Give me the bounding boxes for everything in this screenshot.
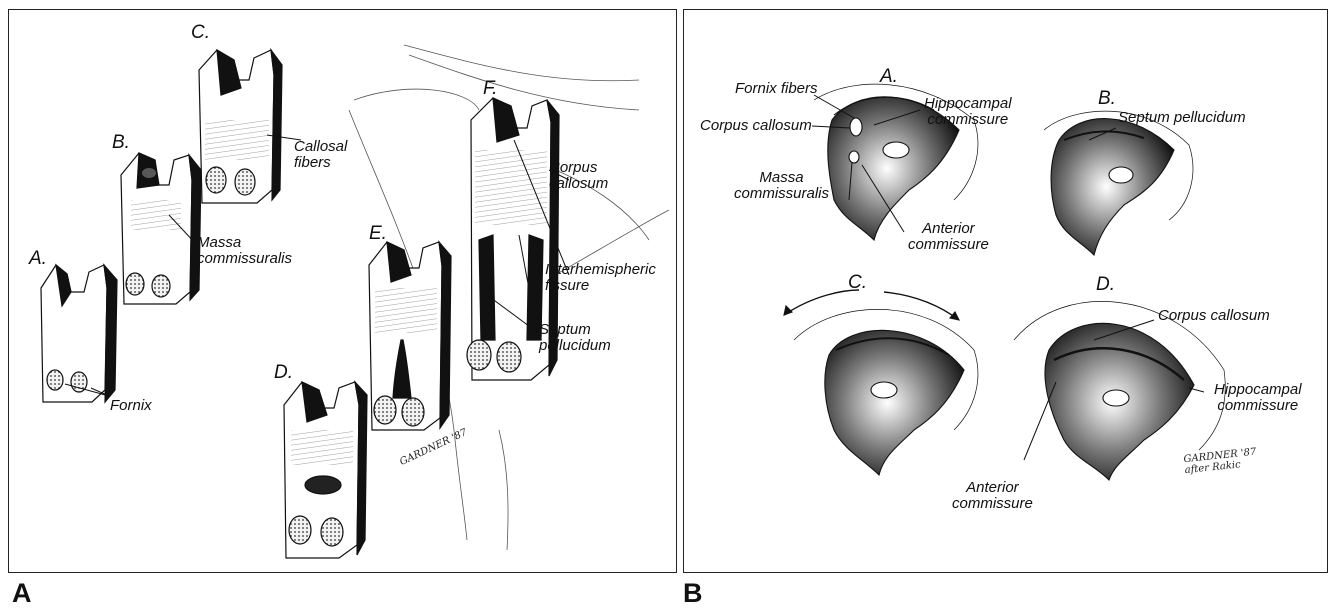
massa-commissuralis-label: Massa commissuralis: [197, 235, 292, 267]
stage-c-section: [784, 290, 978, 475]
stage-a-letter: A.: [29, 248, 47, 270]
stage-e-block: [369, 242, 451, 430]
corpus-callosum-label-a: Corpus callosum: [700, 118, 812, 134]
stage-d-block: [284, 382, 367, 558]
stage-b-section: [1044, 111, 1193, 255]
massa-commissuralis-label-b: Massa commissuralis: [734, 170, 829, 202]
panel-b-diagram: A. B. C. D. Fornix fibers Corpus callosu…: [683, 9, 1328, 573]
stage-b-letter: B.: [112, 132, 130, 154]
stage-c-block: [199, 50, 282, 203]
stage-b-letter-b: B.: [1098, 88, 1116, 110]
hippocampal-commissure-label-a: Hippocampal commissure: [924, 96, 1012, 128]
stage-a-letter-b: A.: [880, 66, 898, 88]
hippocampal-commissure-label-d: Hippocampal commissure: [1214, 382, 1302, 414]
panel-b-letter: B: [683, 578, 703, 609]
septum-pellucidum-label-b: Septum pellucidum: [1118, 110, 1246, 126]
interhemispheric-fissure-label: Interhemispheric fissure: [545, 262, 656, 294]
callosal-fibers-label: Callosal fibers: [294, 139, 347, 171]
stage-e-letter: E.: [369, 223, 387, 245]
panel-a-letter: A: [12, 578, 32, 609]
stage-f-letter: F.: [483, 78, 497, 100]
septum-pellucidum-label: Septum pellucidum: [539, 322, 611, 354]
anterior-commissure-label-a: Anterior commissure: [908, 221, 989, 253]
stage-b-block: [121, 153, 201, 304]
panel-a-diagram: C. B. A. D. E. F. Callosal fibers Massa …: [8, 9, 677, 573]
stage-d-letter-b: D.: [1096, 274, 1115, 296]
corpus-callosum-label: Corpus callosum: [549, 160, 608, 192]
fornix-fibers-label: Fornix fibers: [735, 81, 818, 97]
fornix-label: Fornix: [110, 398, 152, 414]
stage-a-block: [41, 265, 117, 402]
anterior-commissure-label-d: Anterior commissure: [952, 480, 1033, 512]
corpus-callosum-label-d: Corpus callosum: [1158, 308, 1270, 324]
stage-c-letter-b: C.: [848, 272, 867, 294]
stage-c-letter: C.: [191, 22, 210, 44]
stage-d-letter: D.: [274, 362, 293, 384]
